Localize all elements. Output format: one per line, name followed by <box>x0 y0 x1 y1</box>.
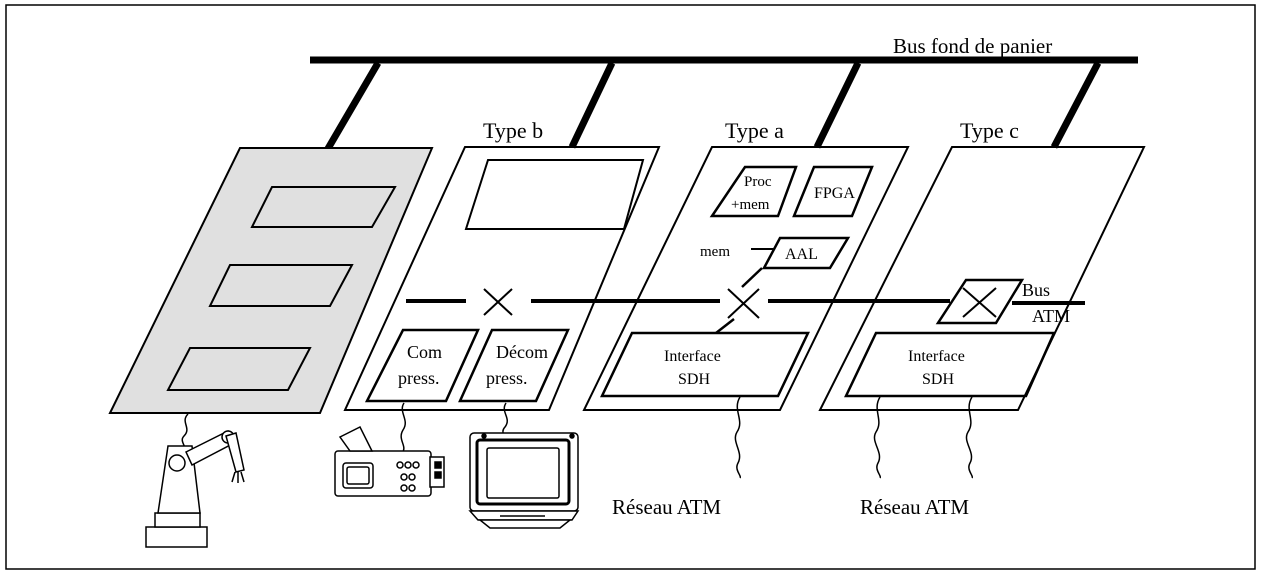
robot-board-slot-1 <box>250 186 397 228</box>
type-c-interface-sdh <box>844 331 1056 398</box>
proc-mem-module <box>709 165 798 218</box>
type-c-title: Type c <box>960 118 1019 143</box>
type-c-network-label: Réseau ATM <box>860 495 969 519</box>
bus-connector-type-c <box>1050 61 1102 149</box>
compress-label-1: Com <box>407 342 442 362</box>
robot-arm-icon <box>145 413 245 548</box>
bus-atm-label-1: Bus <box>1022 280 1050 300</box>
bus-connector-type-b <box>568 61 616 149</box>
atm-bus <box>406 299 1085 305</box>
fpga-label: FPGA <box>814 185 855 202</box>
aal-label: AAL <box>785 246 818 263</box>
type-b-title: Type b <box>483 118 543 143</box>
robot-board-slot-2 <box>208 264 354 307</box>
robot-board-slot-3 <box>166 347 312 391</box>
mem-label: mem <box>700 244 730 260</box>
compress-module <box>364 328 480 403</box>
type-a-title: Type a <box>725 118 784 143</box>
compress-label-2: press. <box>398 368 440 388</box>
type-c-interface-label-2: SDH <box>922 371 954 388</box>
bus-connector-robot <box>322 61 382 154</box>
robot-board <box>108 147 434 414</box>
type-b-crossbar-x2 <box>483 288 513 316</box>
type-a-interface-label-2: SDH <box>678 371 710 388</box>
camera-icon <box>334 402 445 497</box>
type-a-interface-sdh <box>600 331 810 398</box>
bus-atm-label-2: ATM <box>1032 306 1070 326</box>
decompress-label-1: Décom <box>496 342 548 362</box>
diagram-frame <box>5 4 1256 570</box>
type-c-network-cable-1 <box>873 396 882 479</box>
type-a-crossbar-x2 <box>727 288 760 319</box>
bus-connector-type-a <box>813 61 862 149</box>
bus-label: Bus fond de panier <box>893 34 1052 58</box>
type-c-interface-label-1: Interface <box>908 348 965 365</box>
switch-to-interface-link <box>715 318 735 334</box>
aal-to-switch-link <box>741 267 763 288</box>
decompress-module <box>458 328 570 403</box>
decompress-label-2: press. <box>486 368 528 388</box>
type-c-crossbar-x2 <box>962 287 997 318</box>
type-a-board: Type a Proc +mem FPGA mem AAL Interface … <box>582 118 910 519</box>
type-c-board: Type c Bus ATM Interface SDH Réseau ATM <box>818 118 1146 519</box>
aal-module <box>761 236 851 270</box>
backplane-bus: Bus fond de panier <box>310 34 1138 154</box>
fpga-module <box>792 165 874 218</box>
type-a-network-cable <box>734 396 742 479</box>
type-a-interface-label-1: Interface <box>664 348 721 365</box>
monitor-icon <box>468 402 580 529</box>
type-b-board: Type b Com press. Décom press. <box>343 118 661 411</box>
proc-label-2: +mem <box>731 197 770 213</box>
atm-switch-module <box>935 278 1025 325</box>
type-a-network-label: Réseau ATM <box>612 495 721 519</box>
type-c-network-cable-2 <box>965 396 974 479</box>
type-b-processor-area <box>464 159 645 230</box>
proc-label-1: Proc <box>744 174 772 190</box>
